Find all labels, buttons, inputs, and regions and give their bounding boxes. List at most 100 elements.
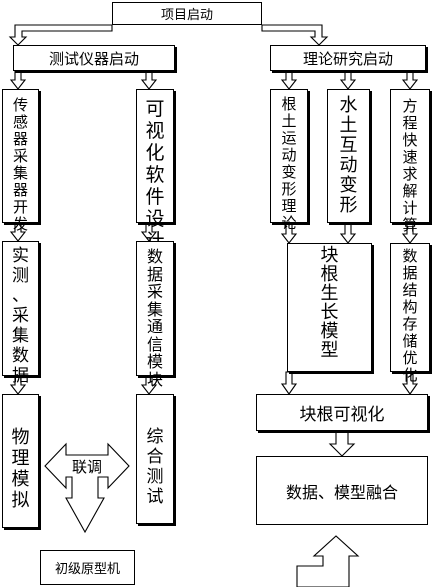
vertical-char: 器 [12, 130, 28, 148]
vertical-char: 采 [12, 306, 29, 326]
fusion-label: 数据、模型融合 [285, 482, 398, 502]
vertical-char: 据 [146, 264, 163, 284]
comm-module-box: 数据采集通信模块 [136, 241, 174, 388]
vertical-char: 存 [402, 315, 418, 333]
measure-data-label: 实测、采集数据 [3, 246, 38, 386]
vertical-char: 解 [402, 182, 418, 200]
vertical-char: 储 [402, 332, 418, 350]
vertical-char: 根 [320, 264, 339, 285]
vertical-char: 变 [339, 175, 358, 196]
visual-software-box: 可视化软件设计 [136, 89, 174, 252]
joint-debug-label-wrap: 联调 [66, 456, 108, 476]
vertical-char: 可 [145, 98, 165, 120]
vertical-char: 合 [146, 447, 164, 467]
vertical-char: 数 [146, 247, 163, 266]
vertical-char: 软 [145, 164, 165, 186]
arrow-top-right [261, 24, 329, 46]
sensor-dev-box: 传感器采集器开发 [2, 89, 39, 233]
vertical-char: 集 [12, 326, 29, 346]
vertical-char: 信 [146, 334, 163, 354]
vertical-char: 动 [339, 155, 358, 176]
vertical-char: 数 [12, 346, 29, 366]
vertical-char: 试 [146, 487, 164, 507]
vertical-char: 器 [12, 181, 28, 199]
water-soil-label: 水土互动变形 [328, 96, 369, 216]
vertical-char: 土 [339, 115, 358, 136]
vertical-char: 运 [281, 129, 297, 147]
arrow-r1-a [280, 70, 298, 90]
vertical-char: 采 [146, 282, 163, 301]
vertical-char: 采 [12, 147, 28, 165]
vertical-char: 动 [281, 146, 297, 164]
vertical-char: 速 [402, 148, 418, 166]
instrument-start-box: 测试仪器启动 [13, 45, 175, 71]
vertical-char: 集 [146, 299, 163, 319]
growth-model-box: 块根生长模型 [287, 243, 372, 372]
vertical-char: 测 [146, 467, 164, 487]
physical-sim-box: 物理模拟 [2, 394, 39, 528]
vertical-char: 计 [402, 199, 418, 217]
vertical-char: 方 [402, 97, 418, 115]
vertical-char: 化 [145, 142, 165, 164]
vertical-char: 结 [402, 281, 418, 299]
vertical-char: 水 [339, 95, 358, 116]
project-start-box: 项目启动 [112, 2, 262, 25]
arrow-l2-b [140, 222, 158, 242]
arrow-r1-c [280, 371, 298, 395]
joint-debug-label: 联调 [71, 457, 102, 476]
arrow-l2-a [140, 70, 158, 90]
arrow-l1-c [9, 375, 27, 395]
vertical-char: 综 [146, 427, 164, 447]
vertical-char: 优 [402, 349, 418, 367]
vertical-char: 快 [402, 131, 418, 149]
prototype-label: 初级原型机 [54, 562, 120, 577]
vertical-char: 数 [402, 247, 418, 265]
arrow-r-visual [328, 430, 356, 457]
vertical-char: 形 [281, 180, 297, 198]
vertical-char: 长 [320, 302, 339, 323]
arrow-r1-b [280, 222, 298, 244]
integrated-test-box: 综合测试 [136, 394, 174, 524]
vertical-char: 件 [145, 186, 165, 208]
vertical-char: 论 [281, 214, 297, 232]
root-visual-box: 块根可视化 [256, 394, 428, 431]
vertical-char: 集 [12, 164, 28, 182]
vertical-char: 变 [281, 163, 297, 181]
vertical-char: 型 [320, 340, 339, 361]
comm-module-label: 数据采集通信模块 [137, 248, 173, 388]
arrow-r3-c [401, 371, 419, 395]
vertical-char: 实 [12, 246, 29, 266]
vertical-char: 物 [11, 427, 30, 448]
sensor-dev-label: 传感器采集器开发 [3, 97, 38, 233]
vertical-char: 测 [12, 266, 29, 286]
arrow-r2-b [339, 222, 357, 244]
vertical-char: 发 [12, 215, 28, 233]
data-opt-box: 数据结构存储优化 [390, 243, 430, 384]
project-start-label: 项目启动 [160, 8, 213, 23]
vertical-char: 根 [281, 95, 297, 113]
vertical-char: 块 [320, 245, 339, 266]
vertical-char: 感 [12, 113, 28, 131]
vertical-char: 设 [145, 208, 165, 230]
growth-model-label: 块根生长模型 [288, 246, 371, 360]
physical-sim-label: 物理模拟 [3, 427, 38, 511]
water-soil-box: 水土互动变形 [327, 89, 370, 223]
instrument-start-label: 测试仪器启动 [48, 49, 139, 68]
arrow-r3-b [401, 222, 419, 244]
vertical-char: 化 [402, 366, 418, 384]
theory-start-box: 理论研究启动 [270, 45, 426, 71]
root-visual-label: 块根可视化 [299, 405, 385, 425]
vertical-char: 模 [320, 321, 339, 342]
prototype-box: 初级原型机 [40, 550, 135, 585]
vertical-char: 互 [339, 135, 358, 156]
vertical-char: 形 [339, 195, 358, 216]
vertical-char: 理 [11, 448, 30, 469]
vertical-char: 构 [402, 298, 418, 316]
visual-software-label: 可视化软件设计 [137, 98, 173, 252]
feedback-arrow [296, 535, 360, 587]
vertical-char: 模 [11, 469, 30, 490]
vertical-char: 、 [12, 286, 29, 306]
vertical-char: 模 [146, 352, 163, 371]
vertical-char: 据 [402, 264, 418, 282]
data-opt-label: 数据结构存储优化 [391, 248, 429, 384]
